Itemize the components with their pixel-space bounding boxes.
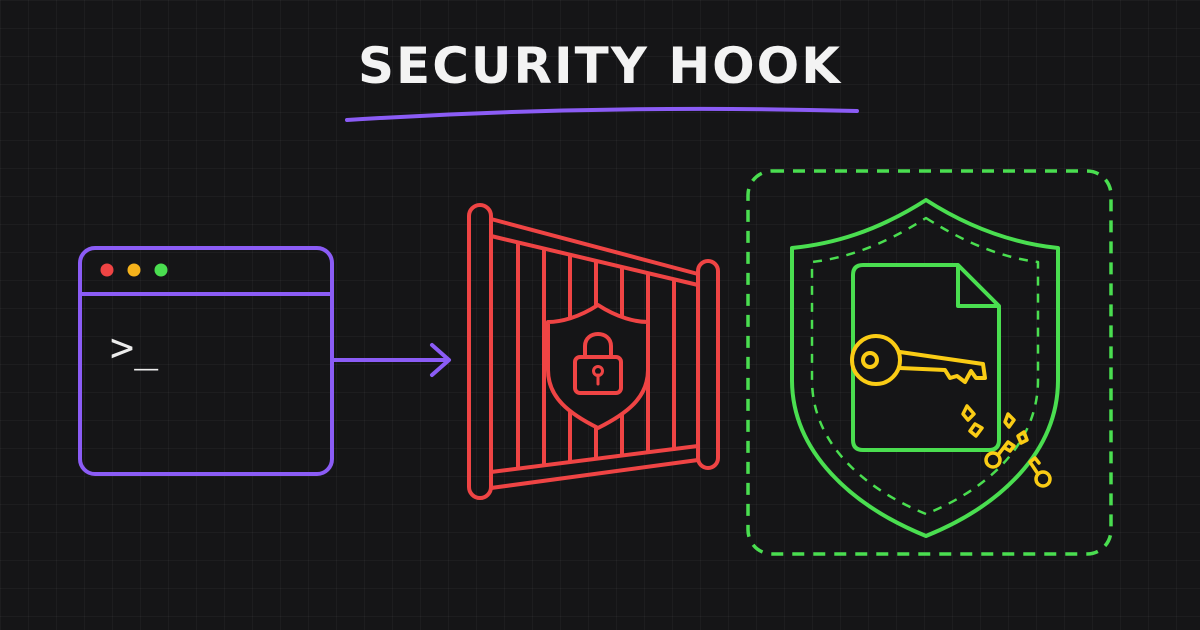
terminal-window-icon: >_ [78, 246, 334, 476]
terminal-prompt: >_ [110, 325, 159, 371]
window-dot-red [100, 263, 114, 277]
window-dot-yellow [127, 263, 141, 277]
padlock-shield-icon [546, 303, 650, 430]
arrow-right-icon [330, 343, 451, 377]
protected-secrets-icon [746, 169, 1113, 556]
window-dot-green [154, 263, 168, 277]
key-icon [850, 334, 987, 386]
broken-key-icon [961, 404, 1052, 488]
page-title: SECURITY HOOK [358, 37, 842, 95]
